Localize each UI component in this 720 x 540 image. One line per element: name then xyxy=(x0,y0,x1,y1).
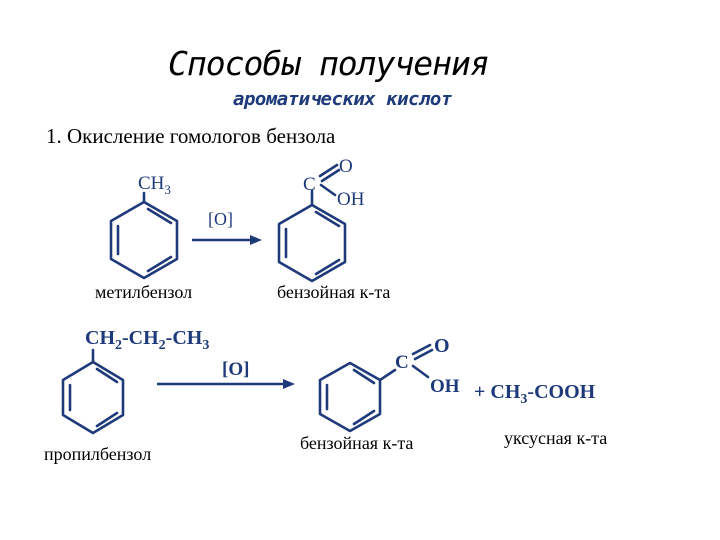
propylbenzene-structure: CH2-CH2-CH3 xyxy=(61,327,209,435)
reagent-label: [O] xyxy=(208,209,233,229)
benzene-ring xyxy=(277,203,347,283)
benzene-ring xyxy=(109,200,179,280)
double-bond xyxy=(352,368,376,385)
hydroxyl-group: OH xyxy=(337,189,365,210)
double-bond xyxy=(314,258,341,276)
double-bond xyxy=(314,210,341,228)
methylbenzene-label: метилбензол xyxy=(95,282,193,302)
substituent-bond xyxy=(378,368,397,382)
carboxyl-carbon: C xyxy=(303,174,316,195)
hydroxyl-group: OH xyxy=(430,376,460,397)
methyl-group: CH3 xyxy=(138,173,171,197)
benzoic-acid-label-2: бензойная к-та xyxy=(300,433,414,453)
reaction1-arrow: [O] xyxy=(192,209,262,245)
reaction2-arrow: [O] xyxy=(157,359,295,389)
double-bond xyxy=(318,163,339,178)
benzoic-acid-structure: C O OH xyxy=(277,156,365,283)
slide-subtitle: ароматических кислот xyxy=(233,88,452,110)
double-bond xyxy=(95,411,119,428)
double-bond xyxy=(146,255,173,273)
acetic-acid-formula: + CH3-COOH xyxy=(474,381,596,407)
benzene-ring xyxy=(318,361,382,433)
double-bond xyxy=(95,367,119,384)
acetic-acid-label: уксусная к-та xyxy=(504,428,608,448)
propylbenzene-label: пропилбензол xyxy=(44,444,152,464)
reagent-label: [O] xyxy=(222,359,249,380)
double-bond xyxy=(146,207,173,225)
section-heading: 1. Окисление гомологов бензола xyxy=(46,124,336,148)
benzene-ring xyxy=(61,360,125,435)
benzoic-acid-structure-2: C O OH + CH3-COOH xyxy=(318,335,596,433)
double-bond xyxy=(411,343,432,356)
methylbenzene-structure: CH3 xyxy=(109,173,179,280)
carbonyl-oxygen: O xyxy=(339,156,353,177)
single-bond xyxy=(319,183,337,197)
slide-title: Способы получения xyxy=(168,44,490,83)
carbonyl-oxygen: O xyxy=(434,335,450,357)
double-bond xyxy=(413,348,434,361)
single-bond xyxy=(411,364,430,379)
carboxyl-carbon: C xyxy=(395,352,409,373)
double-bond xyxy=(352,409,376,426)
double-bond xyxy=(320,168,341,183)
propyl-chain: CH2-CH2-CH3 xyxy=(85,327,209,353)
benzoic-acid-label: бензойная к-та xyxy=(277,282,391,302)
